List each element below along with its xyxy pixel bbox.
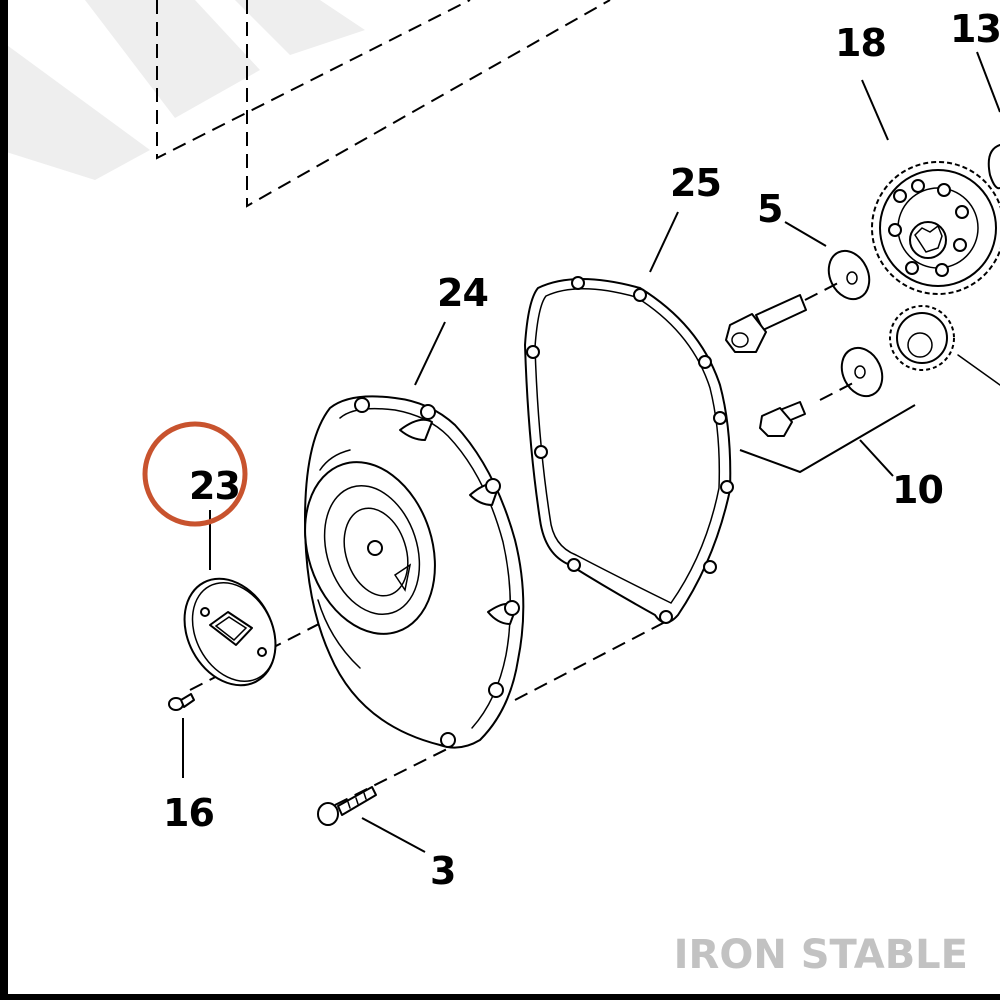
small-sprocket [889, 305, 955, 371]
callout-label-3: 3 [430, 849, 455, 893]
bolt-lower [759, 401, 806, 437]
washer-upper [827, 249, 871, 301]
bolt-upper [725, 294, 807, 353]
large-sprocket [871, 161, 1000, 295]
frame-left-edge [0, 0, 8, 1000]
callout-label-10: 10 [892, 468, 943, 512]
bolt-axes [804, 281, 856, 401]
crankcase-cover [304, 395, 525, 749]
callout-label-5: 5 [757, 187, 782, 231]
assembly-axes [189, 584, 666, 806]
watermark-text: IRON STABLE [674, 932, 968, 978]
callout-label-25: 25 [670, 161, 721, 205]
callout-label-24: 24 [437, 271, 488, 315]
callout-label-23: 23 [189, 464, 240, 508]
callout-label-18: 18 [835, 21, 886, 65]
timer-cover [183, 577, 277, 687]
background-stripes [0, 0, 365, 180]
phantom-outline [156, 0, 611, 208]
group-bracket-10 [739, 404, 916, 474]
cover-bolt [317, 786, 377, 826]
highlight-circle [142, 421, 248, 527]
washer-lower [840, 346, 884, 398]
gasket-holes [526, 276, 734, 624]
callout-label-13: 13 [950, 7, 1000, 51]
frame-bottom-edge [0, 994, 1000, 1000]
small-screw [168, 693, 195, 711]
gasket [524, 276, 734, 624]
partial-part-13 [957, 144, 1000, 386]
callout-label-16: 16 [163, 791, 214, 835]
